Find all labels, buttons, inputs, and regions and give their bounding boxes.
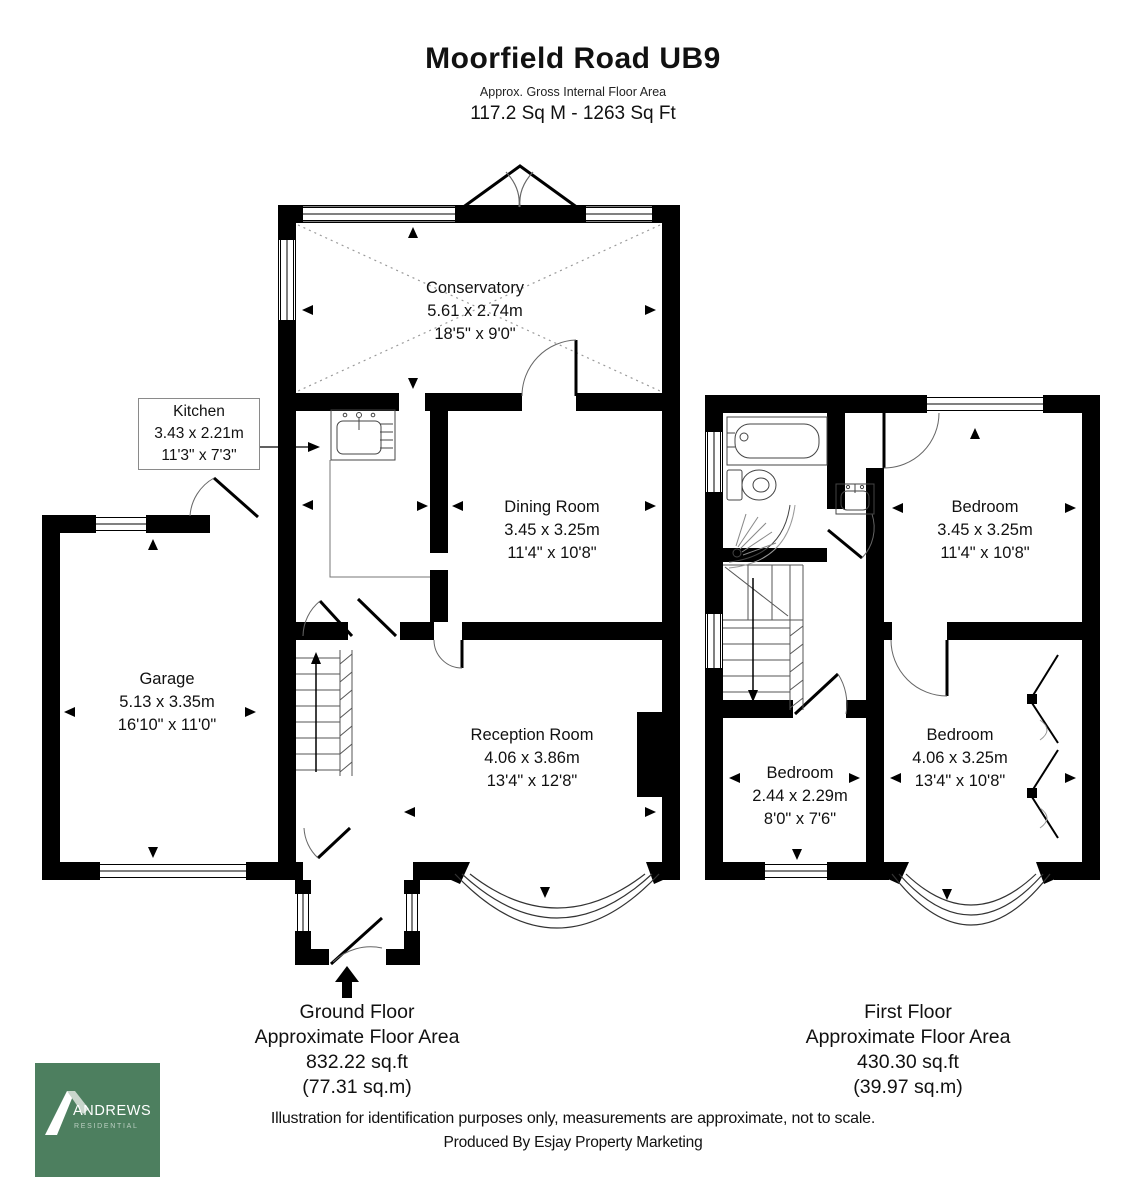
ground-floor-doors: [189, 339, 578, 966]
bathtub: [726, 416, 828, 466]
wardrobe-doors: [1027, 654, 1059, 839]
logo-brand-text: ANDREWS: [73, 1103, 152, 1119]
basin: [835, 483, 875, 515]
room-dim-metric: 3.45 x 3.25m: [504, 521, 600, 539]
room-dim-metric: 3.45 x 3.25m: [937, 521, 1033, 539]
room-dim-metric: 5.61 x 2.74m: [427, 302, 523, 320]
room-dim-imperial: 8'0" x 7'6": [763, 810, 837, 828]
room-label-bedroom-three: Bedroom 2.44 x 2.29m 8'0" x 7'6": [752, 762, 847, 831]
first-floor-dimension-arrows: [729, 428, 1076, 900]
brand-logo: ANDREWS RESIDENTIAL: [35, 1063, 160, 1177]
first-floor-bay-window: [891, 873, 1051, 926]
shower: [728, 504, 796, 569]
room-label-dining-room: Dining Room 3.45 x 3.25m 11'4" x 10'8": [504, 496, 599, 565]
room-dim-metric: 4.06 x 3.86m: [484, 749, 580, 767]
room-dim-metric: 5.13 x 3.35m: [119, 693, 215, 711]
room-name: Reception Room: [470, 726, 594, 744]
ground-floor-walls: [42, 205, 680, 965]
first-floor-stairs: [723, 564, 804, 710]
total-floor-area: 117.2 Sq M - 1263 Sq Ft: [470, 103, 676, 124]
room-dim-imperial: 11'4" x 10'8": [507, 544, 597, 562]
room-name: Bedroom: [951, 498, 1019, 516]
room-dim-imperial: 16'10" x 11'0": [117, 716, 217, 734]
room-dim-imperial: 18'5" x 9'0": [434, 325, 516, 343]
room-label-garage: Garage 5.13 x 3.35m 16'10" x 11'0": [118, 668, 216, 737]
kitchen-callout-arrow: [259, 442, 320, 452]
room-label-bedroom-one: Bedroom 3.45 x 3.25m 11'4" x 10'8": [937, 496, 1032, 565]
room-dim-metric: 2.44 x 2.29m: [752, 787, 848, 805]
floor-area-sqft: 430.30 sq.ft: [857, 1051, 959, 1073]
floor-area-label: Approximate Floor Area: [254, 1026, 460, 1048]
floor-name: Ground Floor: [299, 1001, 415, 1023]
room-name: Dining Room: [504, 498, 600, 516]
page-subtitle: Approx. Gross Internal Floor Area: [479, 85, 667, 99]
floor-name: First Floor: [864, 1001, 952, 1023]
floor-area-sqm: (39.97 sq.m): [853, 1076, 963, 1098]
produced-by-text: Produced By Esjay Property Marketing: [443, 1134, 703, 1151]
room-dim-metric: 4.06 x 3.25m: [912, 749, 1008, 767]
floor-area-sqm: (77.31 sq.m): [302, 1076, 412, 1098]
first-floor-doors: [793, 412, 949, 716]
conservatory-entry-doors: [461, 164, 579, 210]
room-name: Garage: [139, 670, 195, 688]
toilet: [726, 469, 777, 501]
first-floor-windows: [706, 396, 1043, 879]
room-dim-imperial: 13'4" x 12'8": [486, 772, 578, 790]
room-name: Kitchen: [173, 403, 225, 420]
floor-area-sqft: 832.22 sq.ft: [306, 1051, 408, 1073]
room-dim-imperial: 11'3" x 7'3": [161, 447, 237, 464]
room-name: Conservatory: [425, 279, 525, 297]
ground-floor-windows: [96, 206, 652, 931]
logo-division-text: RESIDENTIAL: [74, 1123, 139, 1130]
conservatory-roof-lines: [297, 224, 661, 392]
disclaimer-text: Illustration for identification purposes…: [270, 1110, 876, 1127]
first-floor-caption: First Floor Approximate Floor Area 430.3…: [806, 1000, 1011, 1100]
ground-floor-stairs: [296, 650, 353, 776]
floor-area-label: Approximate Floor Area: [805, 1026, 1011, 1048]
ground-floor-caption: Ground Floor Approximate Floor Area 832.…: [255, 1000, 460, 1100]
room-label-conservatory: Conservatory 5.61 x 2.74m 18'5" x 9'0": [426, 277, 524, 346]
room-dim-metric: 3.43 x 2.21m: [154, 425, 244, 442]
room-name: Bedroom: [766, 764, 834, 782]
room-label-reception-room: Reception Room 4.06 x 3.86m 13'4" x 12'8…: [471, 724, 594, 793]
kitchen-sink: [329, 409, 430, 578]
first-floor-walls: [705, 395, 1100, 884]
page-title: Moorfield Road UB9: [425, 42, 721, 75]
room-dim-imperial: 13'4" x 10'8": [914, 772, 1006, 790]
roof-a-icon: [45, 1091, 89, 1135]
room-dim-imperial: 11'4" x 10'8": [940, 544, 1030, 562]
room-label-bedroom-two: Bedroom 4.06 x 3.25m 13'4" x 10'8": [912, 724, 1007, 793]
ground-floor-dimension-arrows: [64, 227, 656, 898]
room-label-kitchen: Kitchen 3.43 x 2.21m 11'3" x 7'3": [138, 398, 260, 470]
room-name: Bedroom: [926, 726, 994, 744]
entrance-arrow: [335, 966, 359, 998]
ground-floor-bay-window: [454, 873, 660, 929]
